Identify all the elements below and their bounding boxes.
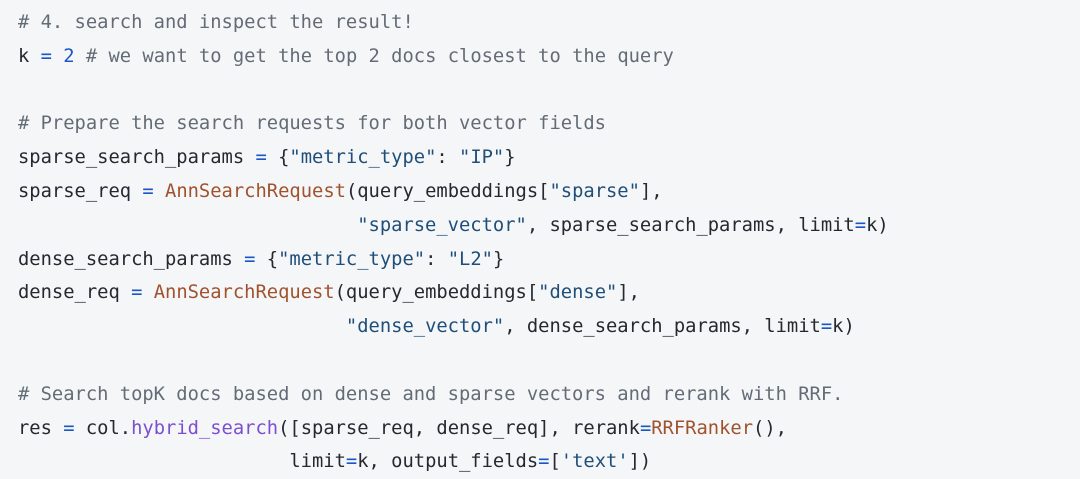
code-token-plain: ([sparse_req, dense_req], rerank	[278, 417, 640, 439]
code-line	[18, 74, 1080, 108]
code-line: # Search topK docs based on dense and sp…	[18, 378, 1080, 412]
code-token-plain: :	[436, 147, 460, 169]
code-token-plain: {	[266, 147, 290, 169]
code-token-string: "dense_vector"	[345, 316, 505, 338]
code-token-comment: # 4. search and inspect the result!	[18, 12, 414, 33]
code-token-string: "dense"	[538, 282, 618, 304]
code-token-plain	[142, 282, 153, 303]
code-line: k = 2 # we want to get the top 2 docs cl…	[18, 40, 1080, 74]
code-token-string: "IP"	[459, 147, 505, 169]
code-token-plain	[154, 181, 165, 202]
code-token-operator: =	[40, 45, 52, 67]
code-token-plain: k	[18, 45, 41, 67]
code-token-operator: =	[142, 180, 154, 202]
code-token-operator: =	[538, 451, 550, 473]
code-token-plain: dense_req	[18, 282, 132, 304]
code-token-string: "metric_type"	[289, 147, 437, 169]
code-token-comment: # Search topK docs based on dense and sp…	[18, 383, 844, 405]
code-line: res = col.hybrid_search([sparse_req, den…	[18, 412, 1080, 446]
code-token-plain: dense_search_params	[18, 248, 245, 270]
code-line	[18, 344, 1080, 378]
code-token-plain: [	[549, 451, 561, 473]
code-token-plain: :	[425, 248, 448, 270]
code-token-plain: k)	[866, 214, 889, 236]
code-token-plain	[18, 215, 357, 236]
code-token-plain: ],	[639, 180, 663, 202]
code-line: "sparse_vector", sparse_search_params, l…	[18, 209, 1080, 243]
code-line: "dense_vector", dense_search_params, lim…	[18, 310, 1080, 344]
code-token-class: AnnSearchRequest	[153, 282, 335, 304]
code-token-plain: sparse_search_params	[18, 147, 256, 169]
code-token-comment: # we want to get the top 2 docs closest …	[85, 45, 674, 67]
code-token-operator: =	[255, 147, 267, 169]
code-token-string: "sparse"	[549, 180, 640, 202]
code-token-string: "metric_type"	[278, 248, 426, 270]
code-token-number: 2	[63, 45, 75, 67]
code-line: sparse_req = AnnSearchRequest(query_embe…	[18, 175, 1080, 209]
code-token-plain: (query_embeddings[	[345, 180, 550, 202]
code-token-plain: limit	[18, 451, 346, 473]
code-token-string: "sparse_vector"	[357, 214, 527, 236]
code-token-operator: =	[63, 417, 75, 439]
code-token-class: AnnSearchRequest	[165, 180, 346, 202]
code-token-comment: # Prepare the search requests for both v…	[18, 113, 606, 135]
code-token-plain: , sparse_search_params, limit	[526, 214, 855, 236]
code-line: # Prepare the search requests for both v…	[18, 107, 1080, 141]
code-token-operator: =	[345, 451, 358, 473]
code-token-plain: }	[492, 248, 505, 270]
code-line: sparse_search_params = {"metric_type": "…	[18, 141, 1080, 175]
code-token-operator: =	[131, 282, 143, 304]
code-token-plain	[18, 316, 346, 337]
code-line: # 4. search and inspect the result!	[18, 6, 1080, 40]
code-token-string: "L2"	[447, 248, 493, 270]
code-token-plain: (),	[753, 417, 787, 439]
code-token-method: hybrid_search	[131, 417, 279, 439]
code-token-operator: =	[854, 214, 867, 236]
code-token-plain: k)	[832, 316, 855, 338]
code-token-plain: k, output_fields	[357, 451, 539, 473]
code-token-plain: {	[255, 248, 279, 270]
code-token-plain: (query_embeddings[	[334, 282, 539, 304]
code-line: dense_search_params = {"metric_type": "L…	[18, 243, 1080, 277]
code-token-string: 'text'	[560, 451, 629, 473]
code-token-plain: res	[18, 417, 64, 439]
code-token-plain: ])	[628, 451, 652, 473]
code-token-plain	[52, 46, 63, 67]
code-line: limit=k, output_fields=['text'])	[18, 445, 1080, 479]
code-token-operator: =	[639, 417, 652, 439]
code-line: dense_req = AnnSearchRequest(query_embed…	[18, 276, 1080, 310]
code-token-operator: =	[820, 316, 833, 338]
code-token-plain	[75, 46, 86, 67]
code-token-class: RRFRanker	[651, 417, 754, 439]
code-token-plain: col.	[74, 417, 132, 439]
code-token-plain: , dense_search_params, limit	[504, 316, 821, 338]
code-token-plain: ],	[617, 282, 640, 304]
code-token-plain: sparse_req	[18, 180, 143, 202]
code-token-operator: =	[244, 248, 256, 270]
code-token-plain: }	[504, 147, 516, 169]
